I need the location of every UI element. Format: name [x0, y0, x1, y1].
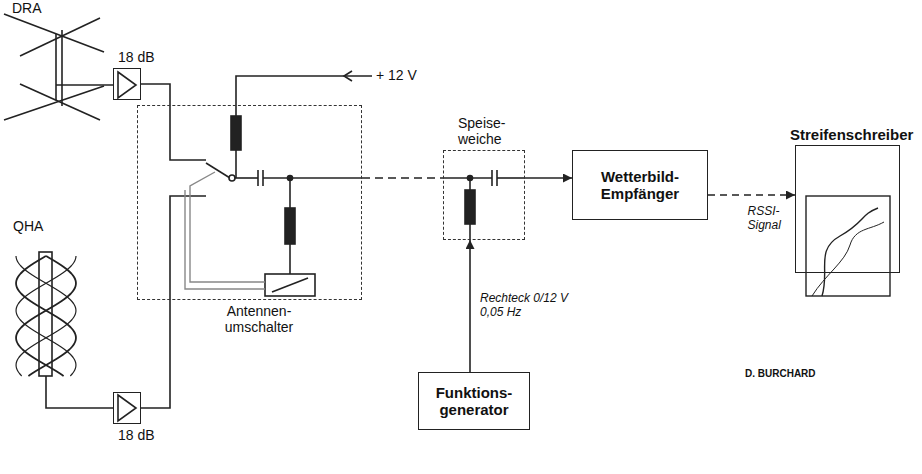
- helix-winding: [16, 256, 76, 376]
- voltage-label: + 12 V: [376, 67, 417, 83]
- antenna-switch: Antennen- umschalter: [137, 105, 362, 300]
- amplifier-box: 18 dB: [113, 392, 141, 424]
- qha-antenna: [16, 252, 113, 408]
- connector: [141, 84, 170, 105]
- connector: [708, 194, 795, 196]
- antenna-label: QHA: [13, 218, 43, 234]
- node-text: Funktions- generator: [427, 384, 521, 419]
- dra-antenna: [4, 14, 113, 120]
- chart-paper: [806, 196, 890, 296]
- antenna-label: DRA: [12, 0, 42, 16]
- amplifier-symbols: [118, 72, 136, 421]
- function-generator: Funktions- generator: [418, 372, 530, 430]
- helix-winding: [16, 256, 76, 376]
- node-heading: Speise- weiche: [458, 115, 520, 147]
- connector: [141, 300, 170, 408]
- receiver-box: Wetterbild- Empfänger: [572, 150, 708, 220]
- node-heading: Streifenschreiber: [790, 126, 913, 143]
- chart-recorder: Streifenschreiber: [795, 145, 900, 273]
- connector: [362, 177, 443, 179]
- node-heading: Antennen- umschalter: [214, 303, 304, 335]
- node-heading: 18 dB: [118, 49, 178, 65]
- bias-tee: Speise- weiche: [443, 150, 525, 240]
- helix-winding: [16, 256, 76, 376]
- amplifier-box: 18 dB: [113, 68, 141, 100]
- helix-winding: [16, 256, 76, 376]
- author-note: D. BURCHARD: [745, 368, 816, 380]
- edge-label: RSSI- Signal: [748, 205, 800, 233]
- feed-circuit: [443, 170, 525, 240]
- connector: [525, 177, 572, 179]
- node-heading: 18 dB: [118, 427, 178, 443]
- edge-label: Rechteck 0/12 V 0,05 Hz: [480, 292, 580, 320]
- relay-linkage: [185, 172, 265, 289]
- connector: [469, 240, 471, 372]
- node-text: Wetterbild- Empfänger: [581, 168, 699, 203]
